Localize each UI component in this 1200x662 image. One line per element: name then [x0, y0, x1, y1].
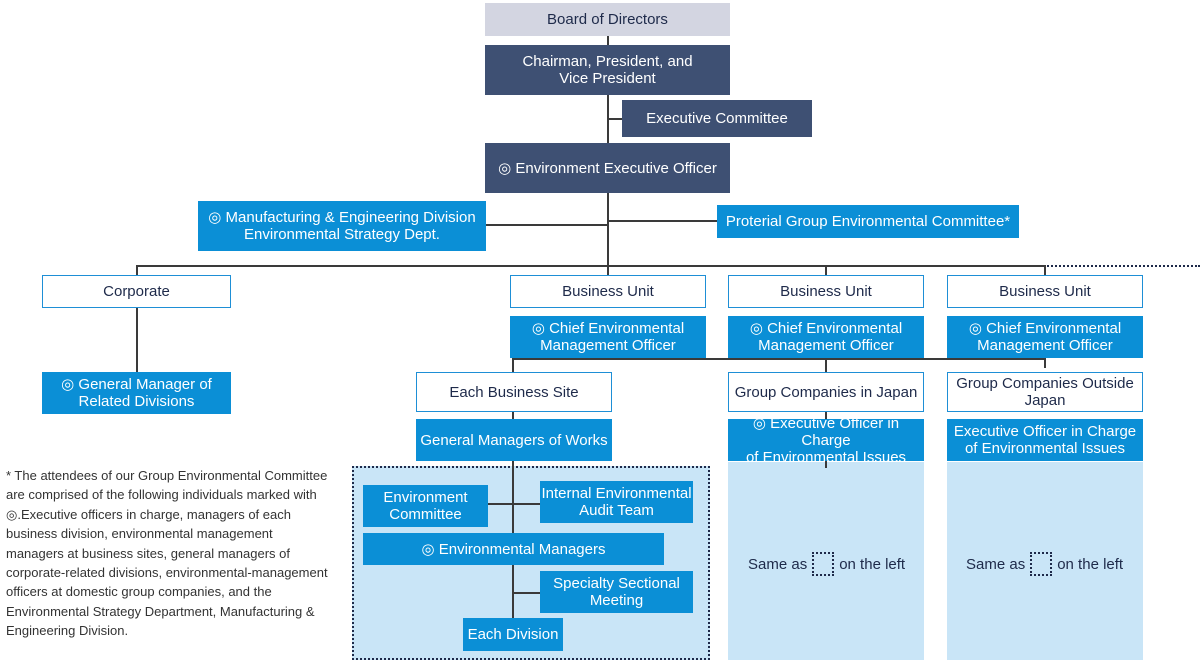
executive-committee-box: Executive Committee [622, 100, 812, 137]
environment-executive-officer-box: ◎ Environment Executive Officer [485, 143, 730, 193]
group-environmental-committee-box: Proterial Group Environmental Committee* [717, 205, 1019, 238]
internal-audit-team-box: Internal Environmental Audit Team [540, 481, 693, 523]
connector [607, 118, 623, 120]
connector [486, 224, 608, 226]
business-site-dotted-frame [352, 466, 710, 660]
dotted-square-symbol [1030, 552, 1053, 576]
group-outside-executive-officer-box: Executive Officer in Charge of Environme… [947, 419, 1143, 461]
business-unit-box: Business Unit [728, 275, 924, 308]
manufacturing-engineering-division-box: ◎ Manufacturing & Engineering Division E… [198, 201, 486, 251]
chief-environmental-officer-box: ◎ Chief Environmental Management Officer [728, 316, 924, 358]
on-the-left-text: on the left [1057, 555, 1124, 573]
chief-environmental-officer-box: ◎ Chief Environmental Management Officer [947, 316, 1143, 358]
same-as-text: Same as [748, 555, 808, 573]
connector [512, 358, 1045, 360]
group-japan-executive-officer-box: ◎ Executive Officer in Charge of Environ… [728, 415, 924, 466]
environment-committee-box: Environment Committee [363, 485, 488, 527]
connector [825, 358, 827, 468]
corporate-box: Corporate [42, 275, 231, 308]
connector [136, 265, 138, 373]
connector [607, 220, 717, 222]
each-business-site-box: Each Business Site [416, 372, 612, 412]
same-as-text: Same as [966, 555, 1026, 573]
connector-dotted [1044, 265, 1200, 267]
specialty-sectional-meeting-box: Specialty Sectional Meeting [540, 571, 693, 613]
on-the-left-text: on the left [839, 555, 906, 573]
group-outside-area [947, 462, 1143, 660]
business-unit-box: Business Unit [510, 275, 706, 308]
footnote: * The attendees of our Group Environment… [6, 468, 328, 639]
connector [1044, 265, 1046, 275]
connector [1044, 358, 1046, 368]
business-unit-box: Business Unit [947, 275, 1143, 308]
same-as-label-japan: Same as on the left [748, 552, 905, 576]
group-companies-japan-box: Group Companies in Japan [728, 372, 924, 412]
connector [488, 503, 540, 505]
dotted-square-symbol [812, 552, 835, 576]
connector [607, 265, 609, 275]
connector [512, 592, 540, 594]
group-companies-outside-japan-box: Group Companies Outside Japan [947, 372, 1143, 412]
chief-environmental-officer-box: ◎ Chief Environmental Management Officer [510, 316, 706, 358]
same-as-label-outside: Same as on the left [966, 552, 1123, 576]
each-division-box: Each Division [463, 618, 563, 651]
general-managers-of-works-box: General Managers of Works [416, 419, 612, 461]
connector [136, 265, 1044, 267]
environmental-managers-box: ◎ Environmental Managers [363, 533, 664, 565]
connector [512, 358, 514, 618]
chairman-president-box: Chairman, President, and Vice President [485, 45, 730, 95]
group-japan-area [728, 462, 924, 660]
board-of-directors: Board of Directors [485, 3, 730, 36]
connector [825, 265, 827, 275]
general-manager-related-divisions-box: ◎ General Manager of Related Divisions [42, 372, 231, 414]
